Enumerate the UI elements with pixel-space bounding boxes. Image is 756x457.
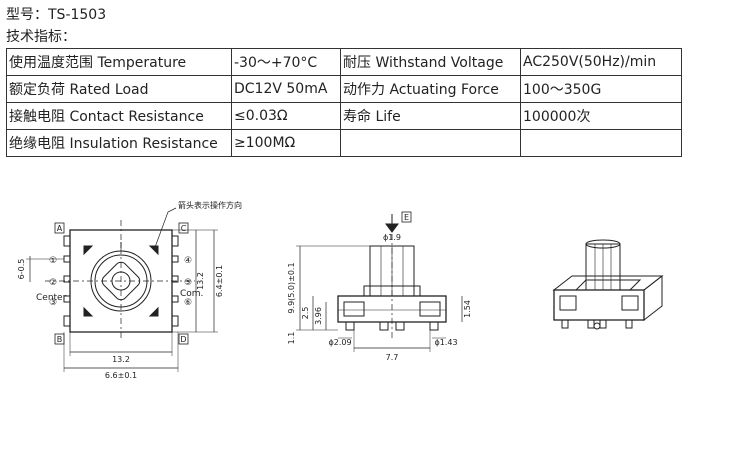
table-cell: 100000次 (520, 102, 682, 130)
table-cell: 动作力 Actuating Force (340, 75, 521, 103)
table-cell: DC12V 50mA (231, 75, 341, 103)
pin-label: ④ (184, 256, 192, 266)
isometric-view (552, 239, 664, 330)
dimension-label: 13.2 (196, 272, 205, 290)
table-cell: 100～350G (520, 75, 682, 103)
arrow-note: 箭头表示操作方向 (178, 200, 242, 210)
spec-table: 使用温度范围 Temperature -30～+70°C 耐压 Withstan… (6, 48, 682, 157)
dimension-label: 13.2 (112, 355, 130, 364)
table-row: 额定负荷 Rated Load DC12V 50mA 动作力 Actuating… (6, 75, 682, 103)
table-cell: 接触电阻 Contact Resistance (6, 102, 232, 130)
table-cell: 使用温度范围 Temperature (6, 48, 232, 76)
pin-label: ⑥ (184, 298, 192, 308)
dimension-label: 7.7 (386, 353, 399, 362)
pin-label: ① (49, 256, 57, 266)
table-row: 绝缘电阻 Insulation Resistance ≥100MΩ (6, 129, 682, 157)
top-view (26, 207, 218, 372)
dimension-label: ϕ1.9 (383, 233, 401, 242)
pin-label: C (181, 224, 187, 233)
table-cell: 绝缘电阻 Insulation Resistance (6, 129, 232, 157)
spec-heading: 技术指标： (6, 29, 76, 45)
dimension-label: 6.4±0.1 (215, 265, 224, 297)
dimension-label: 6.6±0.1 (105, 371, 137, 380)
pin-label: ⑤ (184, 278, 192, 288)
model-number: 型号：TS-1503 (6, 7, 107, 23)
front-view (296, 214, 463, 352)
pin-label: B (57, 335, 63, 344)
table-cell: ≤0.03Ω (231, 102, 341, 130)
center-label: Center (36, 293, 67, 303)
dimension-label: ϕ2.09 (328, 338, 351, 347)
table-cell: 额定负荷 Rated Load (6, 75, 232, 103)
com-label: Com. (180, 289, 203, 299)
table-cell (520, 129, 682, 157)
pin-label: ② (49, 278, 57, 288)
table-cell (340, 129, 521, 157)
table-cell: -30～+70°C (231, 48, 341, 76)
pin-label: E (404, 213, 409, 222)
pin-label: A (57, 224, 63, 233)
table-cell: AC250V(50Hz)/min (520, 48, 682, 76)
table-row: 使用温度范围 Temperature -30～+70°C 耐压 Withstan… (6, 48, 682, 76)
table-cell: 寿命 Life (340, 102, 521, 130)
dimension-label: 9.9(5.0)±0.1 (287, 262, 296, 313)
table-cell: ≥100MΩ (231, 129, 341, 157)
dimension-label: 1.54 (463, 300, 472, 318)
dimension-label: ϕ1.43 (434, 338, 457, 347)
pin-label: ③ (49, 298, 57, 308)
dimension-label: 2.5 (301, 307, 310, 320)
dimension-label: 6-0.5 (17, 259, 26, 280)
table-row: 接触电阻 Contact Resistance ≤0.03Ω 寿命 Life 1… (6, 102, 682, 130)
technical-drawing: A B C D ① ② ③ ④ ⑤ ⑥ Center Com. 箭头表示操作方向… (17, 200, 664, 380)
dimension-label: 1.1 (287, 332, 296, 345)
dimension-label: 3.96 (314, 307, 323, 325)
pin-label: D (180, 335, 186, 344)
table-cell: 耐压 Withstand Voltage (340, 48, 521, 76)
